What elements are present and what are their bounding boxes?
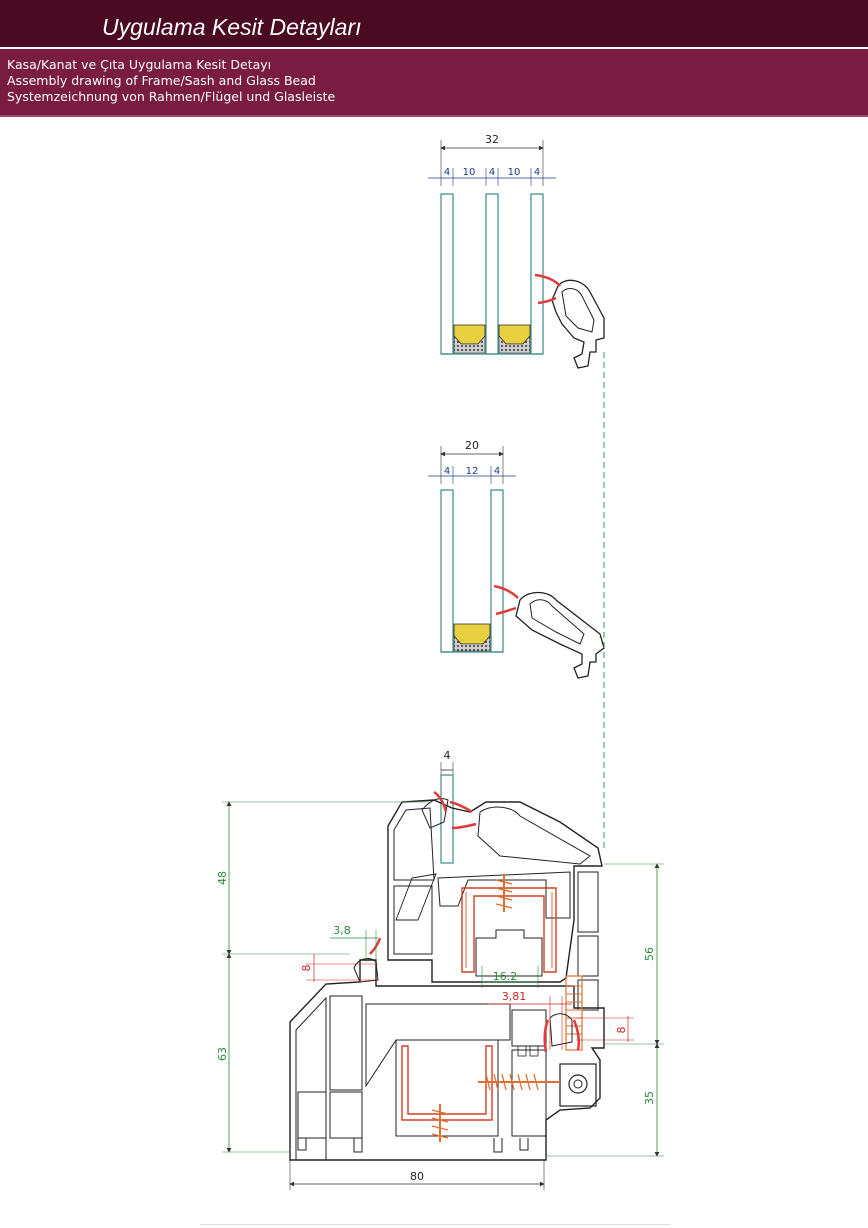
dim-label-pane-c: 4 bbox=[534, 167, 540, 178]
sash-chamber bbox=[577, 871, 599, 933]
dim-label-sash-height: 48 bbox=[216, 871, 229, 885]
gasket-seal bbox=[369, 937, 382, 955]
hardware-mechanism bbox=[565, 975, 583, 1051]
frame-chamber bbox=[329, 1091, 363, 1139]
dim-label-triple-total: 32 bbox=[485, 133, 499, 146]
screw-icon bbox=[478, 1073, 560, 1091]
desiccant bbox=[453, 635, 491, 652]
dim-label-pane-b: 4 bbox=[489, 167, 495, 178]
gasket-seal bbox=[537, 296, 557, 305]
triple-glazing-unit: 32 4 10 4 10 4 bbox=[428, 133, 605, 369]
subtitle-english: Assembly drawing of Frame/Sash and Glass… bbox=[7, 73, 316, 88]
sash-chamber bbox=[577, 935, 599, 977]
gasket-seal bbox=[449, 800, 473, 814]
gasket-seal bbox=[451, 822, 477, 830]
sash-chamber bbox=[393, 807, 435, 881]
dim-label-double-total: 20 bbox=[465, 439, 479, 452]
sash-chamber bbox=[437, 871, 571, 919]
glass-bead-chamber bbox=[561, 288, 595, 333]
steel-reinforcement bbox=[401, 1045, 493, 1121]
subheader-bar bbox=[0, 49, 868, 117]
frame-chamber bbox=[511, 1009, 547, 1047]
dim-label-gap-a: 10 bbox=[463, 167, 476, 178]
frame-chamber bbox=[329, 995, 363, 1091]
glass-pane bbox=[440, 774, 454, 864]
dim-label-pane-b: 4 bbox=[494, 466, 500, 477]
footer-rule bbox=[200, 1224, 670, 1225]
glass-bead-profile bbox=[551, 279, 605, 369]
gasket-seal bbox=[495, 606, 517, 616]
gasket-seal bbox=[572, 1019, 581, 1051]
frame-chamber bbox=[511, 1049, 547, 1137]
dim-label-rebate-right: 8 bbox=[615, 1027, 628, 1034]
dim-label-right-upper: 56 bbox=[643, 947, 656, 961]
steel-reinforcement bbox=[461, 887, 557, 973]
hinge-icon bbox=[559, 1063, 597, 1107]
dim-label-glass-thickness: 4 bbox=[444, 749, 451, 762]
screw-icon bbox=[431, 1104, 449, 1142]
dim-label-overlap-right: 3,81 bbox=[502, 990, 527, 1003]
gasket-housing bbox=[353, 958, 379, 983]
dim-label-overlap-left: 3,8 bbox=[333, 924, 351, 937]
glass-bead-profile bbox=[515, 591, 605, 679]
dim-label-pane-a: 4 bbox=[444, 167, 450, 178]
gasket-seal bbox=[543, 1019, 550, 1053]
section-drawing: 32 4 10 4 10 4 20 4 12 bbox=[216, 133, 664, 1190]
glass-pane bbox=[485, 193, 499, 355]
gasket-seal bbox=[433, 790, 448, 813]
sash-chamber bbox=[393, 885, 433, 955]
gasket-seal bbox=[534, 273, 561, 287]
glass-pane bbox=[490, 489, 504, 653]
frame-chamber bbox=[365, 1003, 511, 1088]
frame-chamber bbox=[297, 1091, 327, 1139]
dim-label-steel-width: 16.2 bbox=[493, 970, 518, 983]
sash-profile bbox=[387, 799, 603, 983]
sash-inner-chamber bbox=[475, 929, 543, 977]
header-divider bbox=[0, 47, 868, 49]
dim-label-gap-b: 10 bbox=[508, 167, 521, 178]
dim-label-frame-depth: 80 bbox=[410, 1170, 424, 1183]
spacer-bar bbox=[453, 623, 491, 645]
dim-label-frame-height: 63 bbox=[216, 1047, 229, 1061]
glass-pane bbox=[440, 489, 454, 653]
glass-pane bbox=[440, 193, 454, 355]
gasket-seal bbox=[493, 584, 519, 599]
subtitle-german: Systemzeichnung von Rahmen/Flügel und Gl… bbox=[7, 89, 336, 104]
dim-label-right-lower: 35 bbox=[643, 1091, 656, 1105]
gasket-housing bbox=[549, 1013, 573, 1047]
double-glazing-unit: 20 4 12 4 bbox=[428, 439, 605, 679]
screw-icon bbox=[495, 874, 513, 912]
dim-label-pane-a: 4 bbox=[444, 466, 450, 477]
desiccant bbox=[498, 335, 531, 354]
frame-sash-assembly: 4 bbox=[216, 749, 664, 1190]
dim-label-gap: 12 bbox=[466, 466, 479, 477]
glass-bead-profile bbox=[477, 806, 591, 865]
page-title: Uygulama Kesit Detayları bbox=[102, 14, 362, 40]
dim-label-rebate-left: 8 bbox=[300, 965, 313, 972]
subtitle-turkish: Kasa/Kanat ve Çıta Uygulama Kesit Detayı bbox=[7, 57, 272, 72]
header-bar bbox=[0, 0, 868, 47]
desiccant bbox=[453, 335, 486, 354]
frame-chamber bbox=[295, 996, 327, 1161]
glass-bead-chamber bbox=[529, 599, 585, 645]
